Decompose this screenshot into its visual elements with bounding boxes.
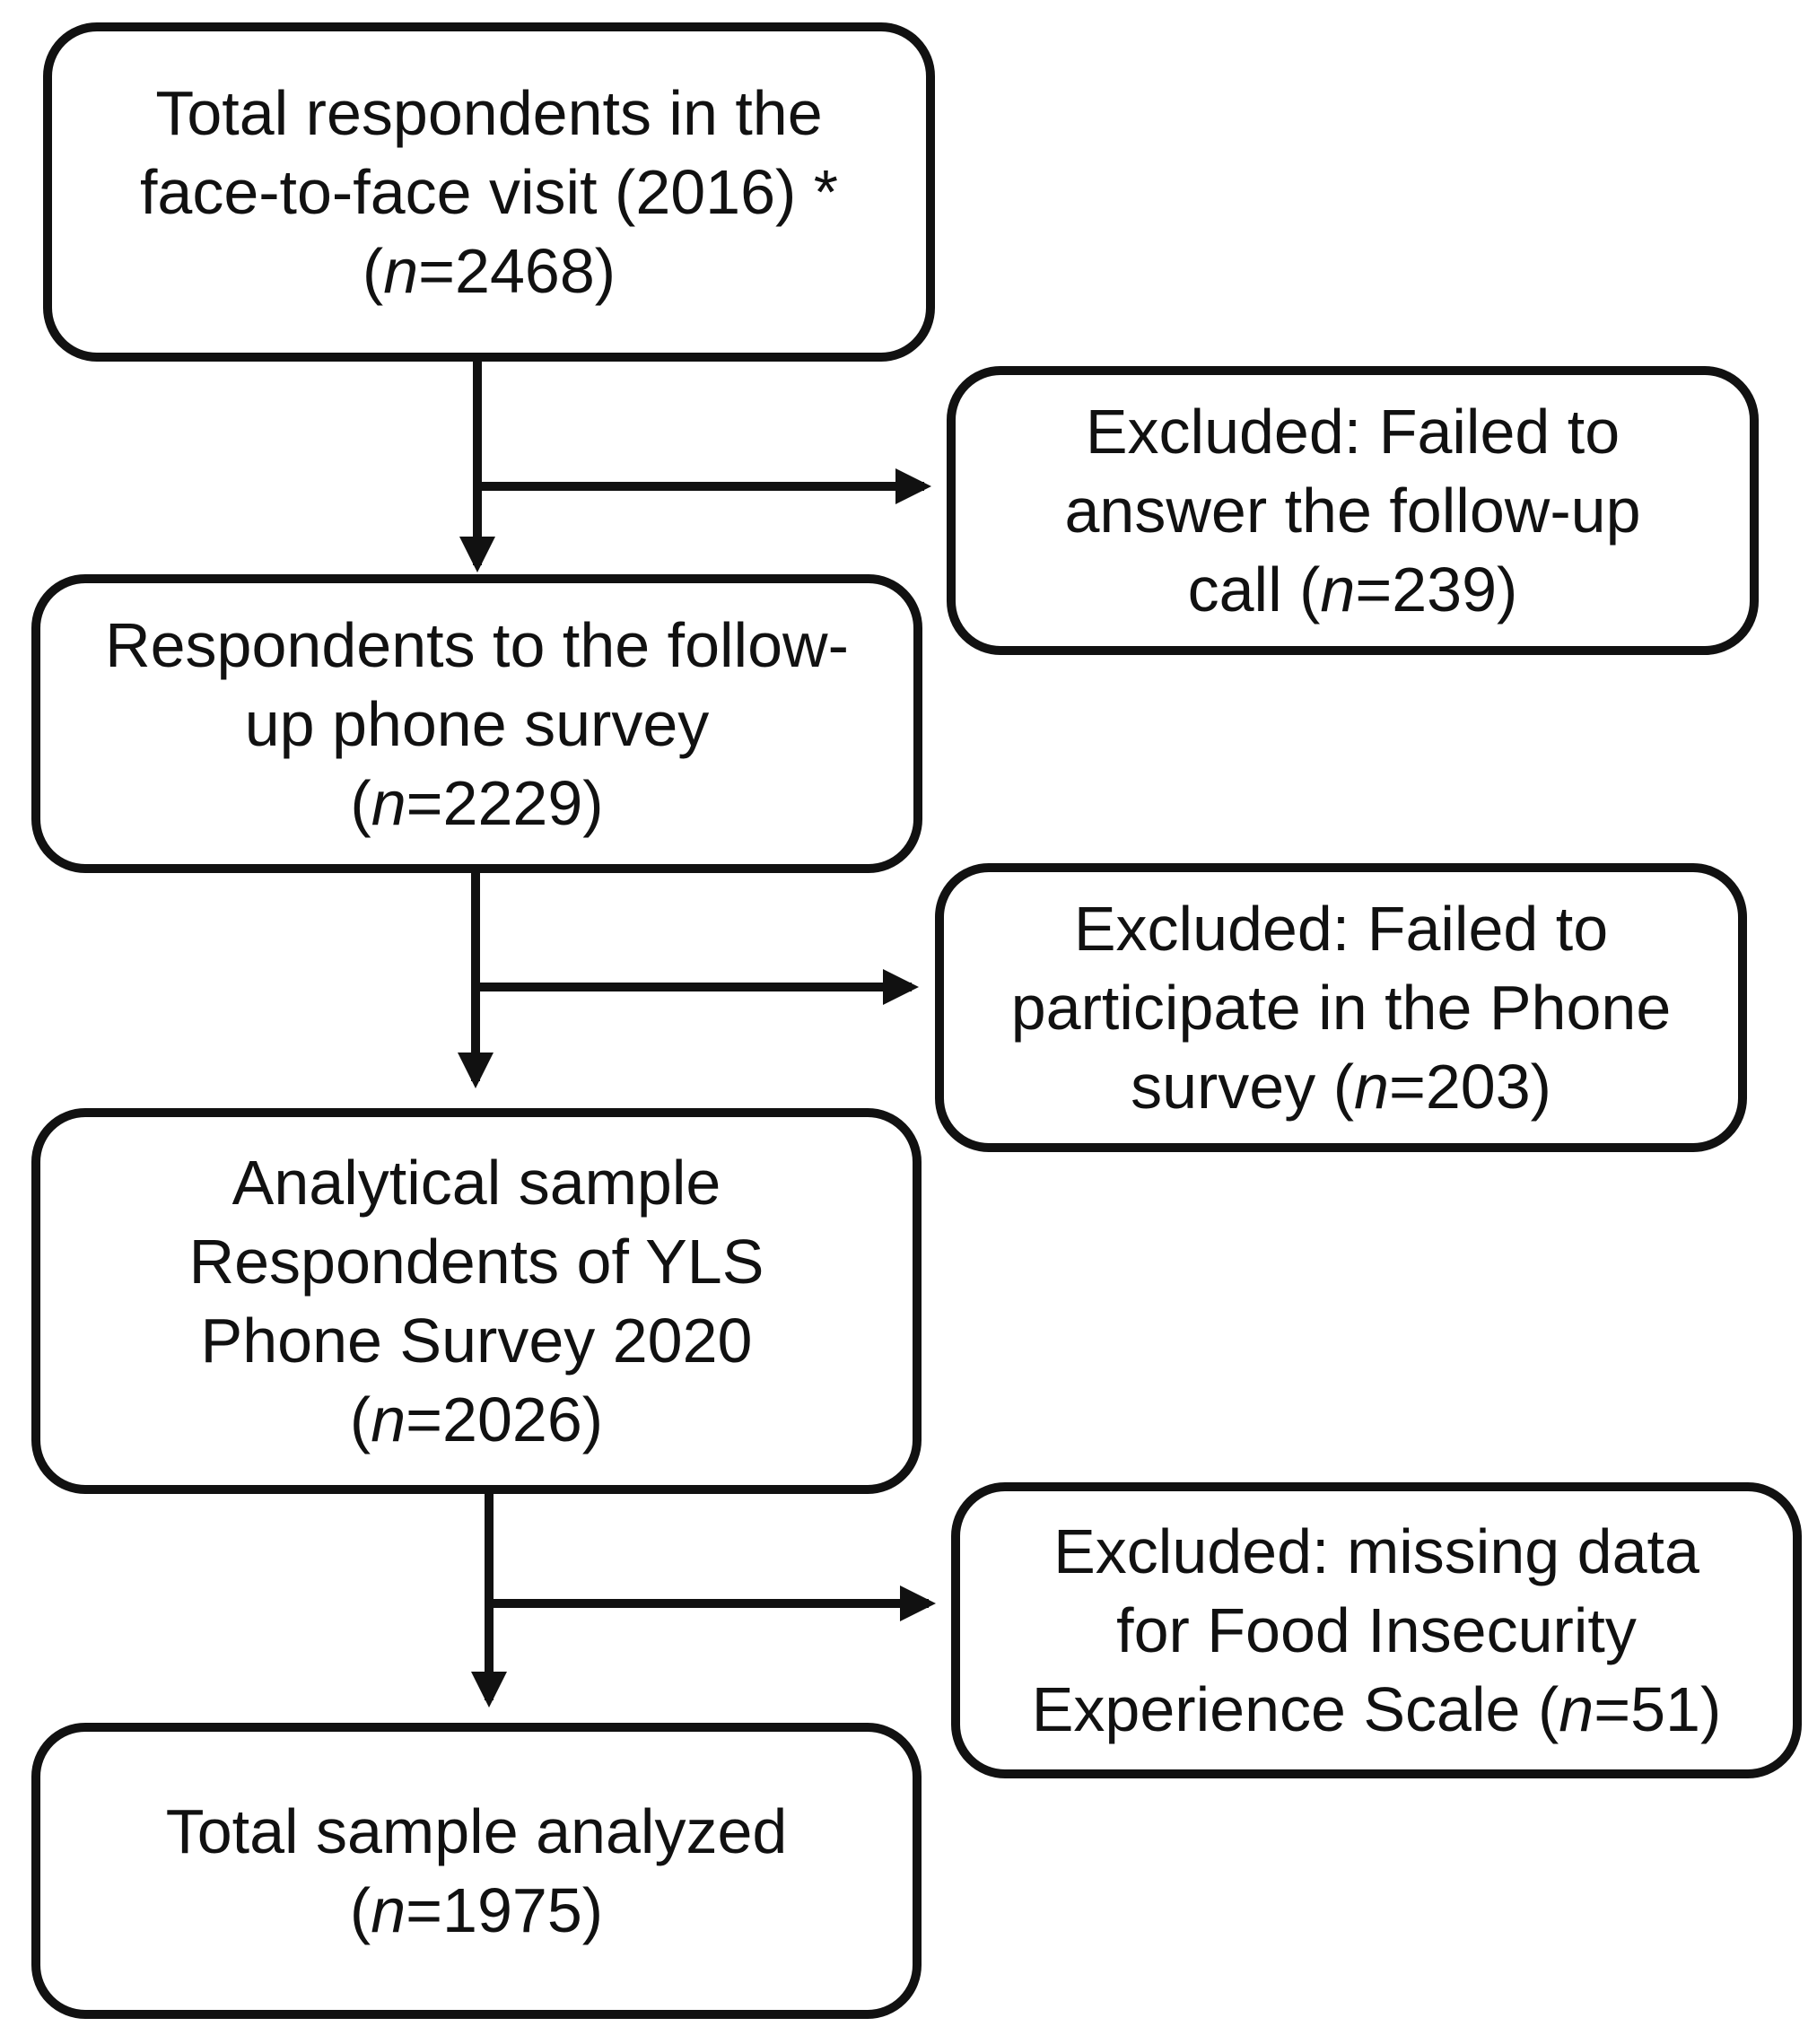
n-count: survey (n=203) [1131, 1052, 1551, 1122]
box-line: answer the follow-up [1064, 476, 1641, 546]
box-line: Respondents to the follow- [105, 609, 849, 680]
box-excluded-phone-survey: Excluded: Failed to participate in the P… [935, 863, 1747, 1152]
box-total-analyzed: Total sample analyzed (n=1975) [31, 1723, 922, 2019]
n-count: call (n=239) [1187, 555, 1518, 625]
box-phone-respondents: Respondents to the follow- up phone surv… [31, 574, 922, 873]
box-excluded-followup-call: Excluded: Failed to answer the follow-up… [947, 366, 1759, 655]
box-total-respondents: Total respondents in the face-to-face vi… [43, 22, 935, 362]
box-line: for Food Insecurity [1116, 1595, 1637, 1665]
box-line: up phone survey [244, 688, 710, 759]
n-count: (n=2468) [362, 236, 616, 306]
box-excluded-missing-fies: Excluded: missing data for Food Insecuri… [951, 1482, 1802, 1778]
box-line: face-to-face visit (2016) * [139, 157, 839, 227]
box-line: Phone Survey 2020 [200, 1306, 753, 1376]
box-analytical-sample: Analytical sample Respondents of YLS Pho… [31, 1108, 922, 1494]
box-line: participate in the Phone [1010, 973, 1672, 1043]
box-line: Excluded: Failed to [1085, 397, 1620, 467]
box-line: Excluded: missing data [1053, 1516, 1699, 1586]
n-count: (n=2229) [350, 767, 604, 838]
n-count: (n=2026) [349, 1385, 604, 1454]
n-count: (n=1975) [349, 1875, 604, 1945]
box-line: Total sample analyzed [165, 1796, 788, 1866]
box-line: Excluded: Failed to [1073, 894, 1609, 964]
box-line: Analytical sample [231, 1148, 721, 1218]
box-line: Total respondents in the [155, 78, 823, 148]
n-count: Experience Scale (n=51) [1031, 1674, 1722, 1744]
box-line: Respondents of YLS [188, 1227, 764, 1297]
